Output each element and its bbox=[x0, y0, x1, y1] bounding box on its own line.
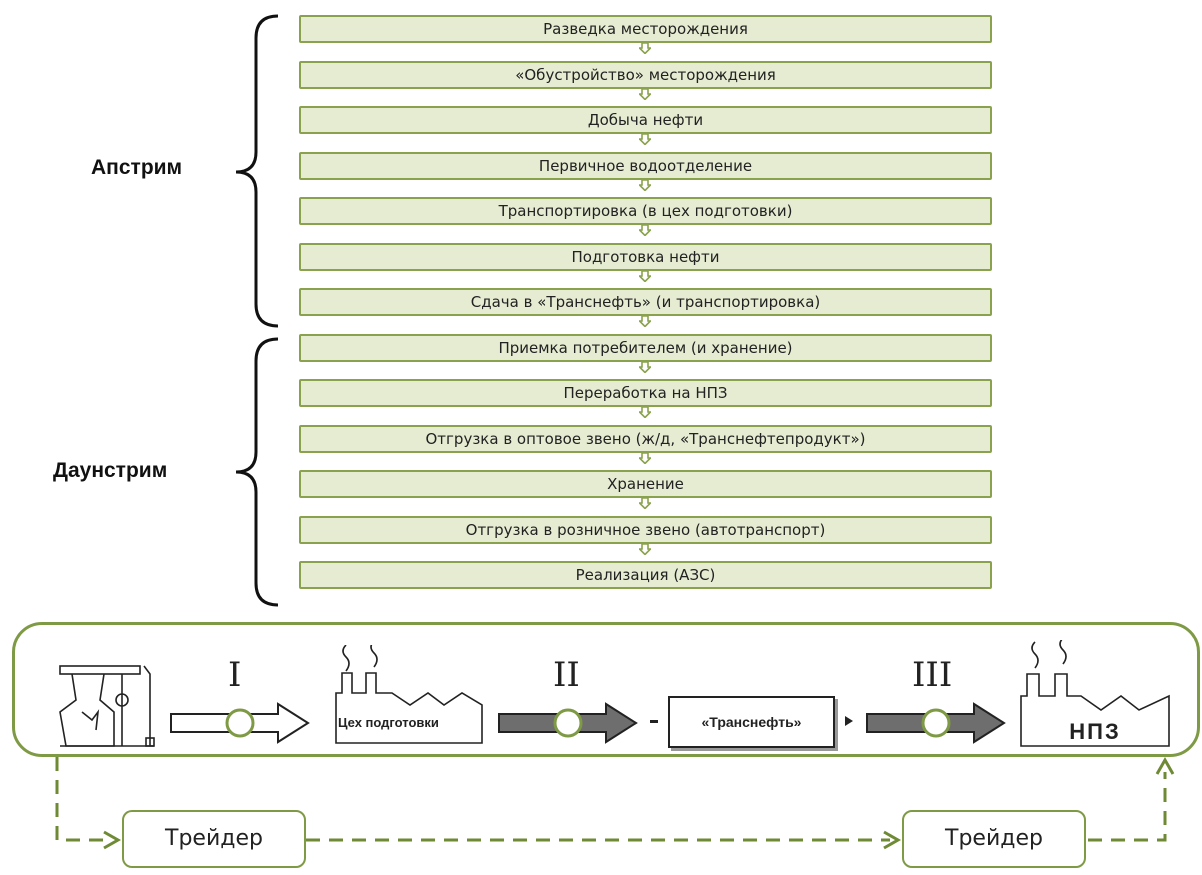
arrow-to-trader-2-icon bbox=[883, 830, 902, 850]
down-arrow-icon bbox=[639, 133, 651, 145]
stage-2-arrow bbox=[498, 702, 638, 744]
step-box: Разведка месторождения bbox=[299, 15, 992, 43]
stage-1-label: I bbox=[228, 655, 242, 695]
down-arrow-icon bbox=[639, 406, 651, 418]
down-arrow-icon bbox=[639, 42, 651, 54]
stage-2-label: II bbox=[553, 655, 580, 695]
upstream-label: Апстрим bbox=[91, 156, 183, 179]
down-arrow-icon bbox=[639, 543, 651, 555]
step-box: Хранение bbox=[299, 470, 992, 498]
dash-separator bbox=[650, 720, 658, 723]
down-arrow-icon bbox=[639, 452, 651, 464]
step-box: «Обустройство» месторождения bbox=[299, 61, 992, 89]
trader-box-1: Трейдер bbox=[122, 810, 306, 868]
arrow-to-refinery-icon bbox=[1155, 756, 1175, 775]
step-box: Переработка на НПЗ bbox=[299, 379, 992, 407]
step-box: Добыча нефти bbox=[299, 106, 992, 134]
down-arrow-icon bbox=[639, 224, 651, 236]
down-arrow-icon bbox=[639, 315, 651, 327]
downstream-label: Даунстрим bbox=[53, 459, 168, 482]
step-box: Транспортировка (в цех подготовки) bbox=[299, 197, 992, 225]
small-arrow-icon bbox=[845, 716, 853, 726]
step-box: Подготовка нефти bbox=[299, 243, 992, 271]
refinery-label: НПЗ bbox=[1069, 719, 1121, 744]
trader-box-2: Трейдер bbox=[902, 810, 1086, 868]
stage-3-label: III bbox=[912, 655, 953, 695]
flow-container bbox=[12, 622, 1200, 757]
factory-icon bbox=[335, 645, 483, 744]
step-box: Отгрузка в оптовое звено (ж/д, «Транснеф… bbox=[299, 425, 992, 453]
down-arrow-icon bbox=[639, 497, 651, 509]
stage-1-node-icon bbox=[225, 708, 255, 738]
down-arrow-icon bbox=[639, 179, 651, 191]
step-box: Реализация (АЗС) bbox=[299, 561, 992, 589]
step-box: Первичное водоотделение bbox=[299, 152, 992, 180]
down-arrow-icon bbox=[639, 361, 651, 373]
prep-shop-label: Цех подготовки bbox=[338, 715, 439, 730]
down-arrow-icon bbox=[639, 270, 651, 282]
upstream-brace bbox=[235, 14, 279, 328]
stage-1-arrow bbox=[170, 702, 310, 744]
refinery-icon bbox=[1020, 640, 1170, 747]
arrow-to-trader-1-icon bbox=[103, 830, 122, 850]
transneft-box: «Транснефть» bbox=[668, 696, 835, 748]
step-box: Отгрузка в розничное звено (автотранспор… bbox=[299, 516, 992, 544]
step-box: Приемка потребителем (и хранение) bbox=[299, 334, 992, 362]
stage-3-arrow bbox=[866, 702, 1006, 744]
step-box: Сдача в «Транснефть» (и транспортировка) bbox=[299, 288, 992, 316]
pumpjack-icon bbox=[59, 665, 155, 747]
downstream-brace bbox=[235, 337, 279, 607]
down-arrow-icon bbox=[639, 88, 651, 100]
